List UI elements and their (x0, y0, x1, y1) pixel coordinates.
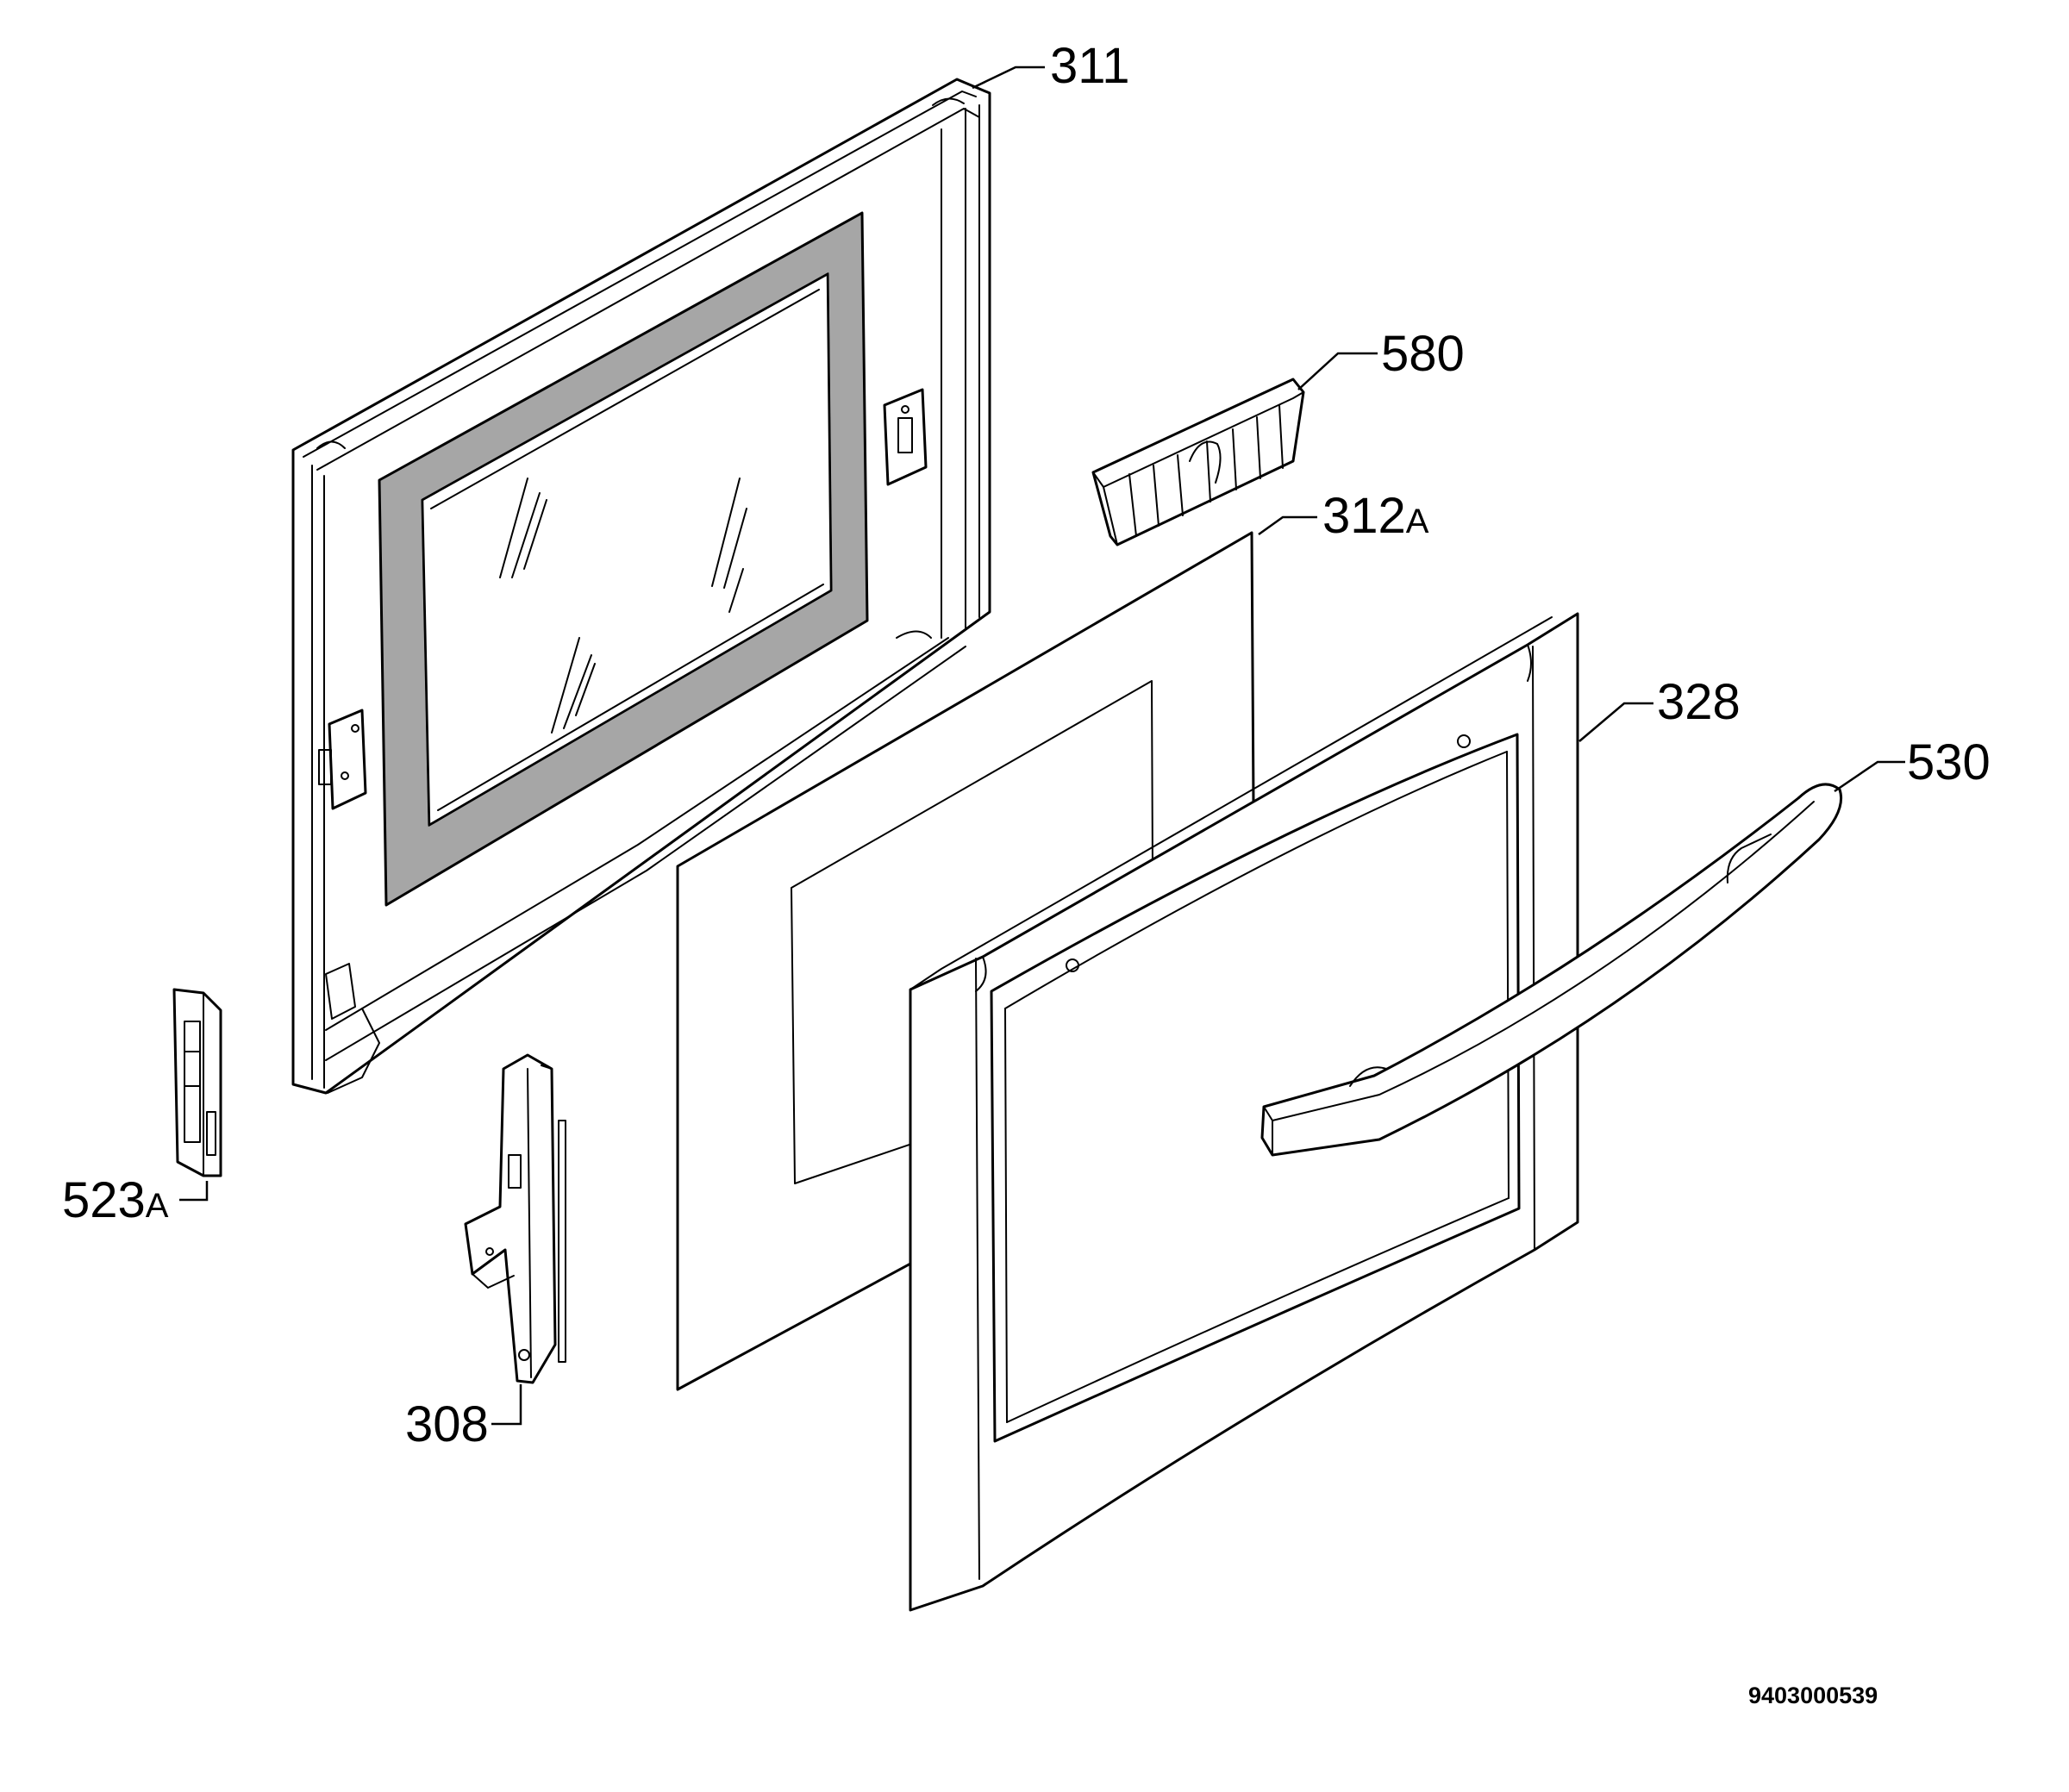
part-530-door-handle (1260, 783, 1843, 1157)
part-311-inner-door-frame (291, 78, 991, 1095)
callout-311: 311 (1050, 38, 1129, 94)
document-number: 9403000539 (1748, 1683, 1878, 1708)
part-580-vent-clip (1091, 378, 1305, 546)
leader-lines (179, 66, 1905, 1426)
leader-530 (1834, 760, 1905, 793)
callout-labels: 311 580 312A 328 530 523A 308 (62, 38, 1991, 1452)
leader-580 (1297, 352, 1378, 390)
callout-580: 580 (1381, 326, 1465, 382)
leader-328 (1578, 702, 1653, 742)
part-523a-hinge-latch (172, 988, 222, 1177)
leader-311 (972, 66, 1045, 90)
part-308-door-hinge (464, 1053, 566, 1384)
callout-530: 530 (1907, 734, 1991, 790)
callout-308: 308 (405, 1396, 489, 1452)
leader-308 (491, 1384, 522, 1426)
part-328-outer-door-panel (909, 612, 1579, 1612)
callout-312a: 312A (1322, 488, 1429, 544)
leader-523a (179, 1181, 209, 1202)
callout-523a: 523A (62, 1172, 169, 1228)
leader-312a (1258, 515, 1317, 536)
callout-328: 328 (1657, 674, 1741, 730)
